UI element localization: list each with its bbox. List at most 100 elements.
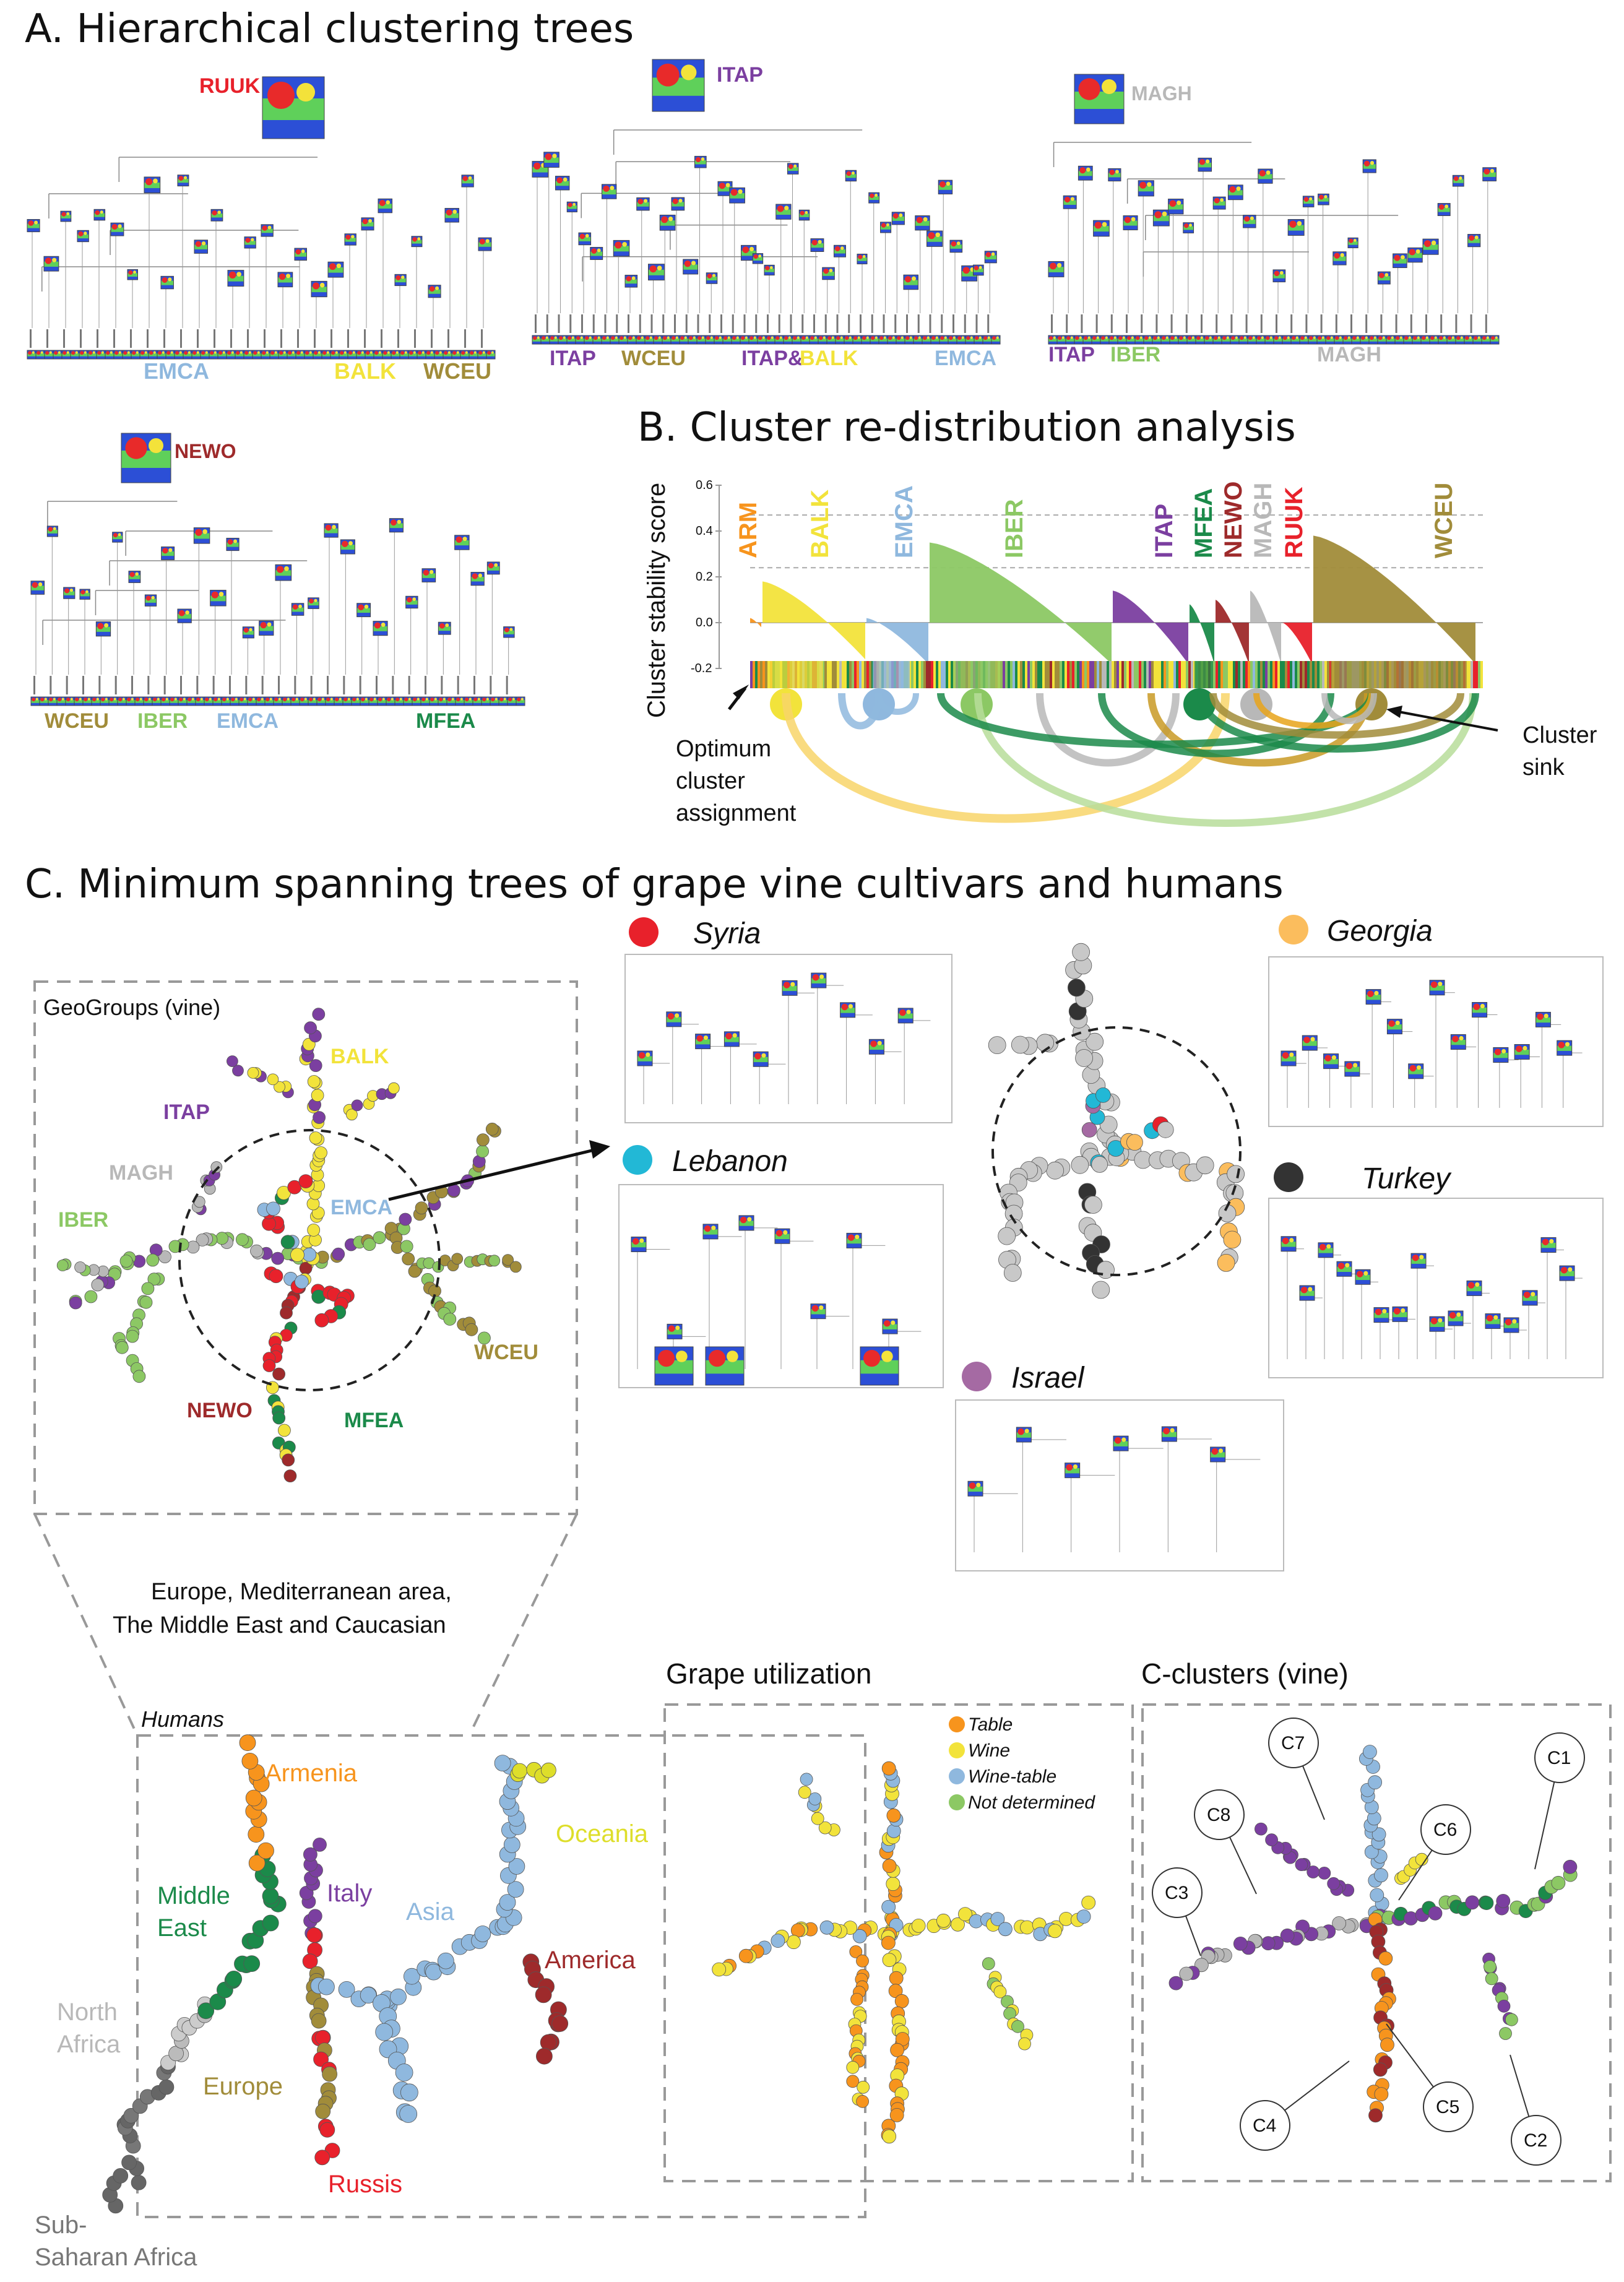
thumb-warm: [218, 592, 224, 597]
thumb-warm: [257, 351, 260, 354]
thumb-band: [1204, 338, 1213, 342]
thumb-warm: [745, 336, 748, 339]
heatmap-thumbnail: [227, 270, 244, 287]
mst-node: [1479, 1896, 1494, 1911]
thumb-hot: [949, 336, 953, 340]
geo-label-emca: EMCA: [330, 1196, 392, 1219]
leaf-label-tick: [1066, 314, 1068, 333]
heatmap-thumbnail: [56, 696, 66, 706]
thumb-warm: [157, 698, 160, 701]
heatmap-thumbnail: [915, 215, 930, 231]
mst-node: [474, 1925, 491, 1942]
mst-node: [266, 1201, 280, 1216]
b-strip-cell: [1282, 661, 1285, 688]
thumb-band: [1369, 338, 1378, 342]
thumb-hot: [1222, 336, 1227, 340]
thumb-band: [218, 353, 227, 357]
annot-optimum-line3: assignment: [676, 800, 797, 826]
thumb-border: [244, 236, 256, 249]
thumb-band: [1378, 338, 1386, 342]
thumb-band: [532, 338, 541, 342]
thumb-warm: [421, 351, 425, 354]
thumb-border: [1448, 1310, 1464, 1326]
thumb-band: [1352, 338, 1360, 342]
thumb-hot: [71, 351, 76, 355]
thumb-band: [1334, 338, 1343, 342]
heatmap-thumbnail: [425, 350, 435, 360]
leaf-label-tick: [490, 676, 492, 694]
mst-node: [312, 1008, 326, 1021]
thumb-band: [1535, 1017, 1551, 1023]
thumb-hot: [1409, 1065, 1417, 1072]
thumb-border: [705, 1346, 745, 1386]
heatmap-thumbnail: [96, 350, 106, 360]
leaf-label-tick: [929, 314, 931, 333]
heatmap-thumbnail: [1360, 335, 1370, 345]
thumb-hot: [1453, 176, 1459, 181]
thumb-band: [541, 338, 550, 342]
tree3-root-label: MAGH: [1131, 82, 1192, 105]
legend-wine: Wine: [968, 1740, 1010, 1761]
mst-node: [313, 1111, 326, 1124]
thumb-warm: [1469, 336, 1472, 339]
leaf-label-tick: [628, 314, 629, 333]
thumb-band: [404, 699, 412, 703]
thumb-border: [631, 1236, 647, 1252]
thumb-band: [96, 626, 111, 632]
thumb-border: [1362, 159, 1376, 173]
thumb-hot: [1163, 1427, 1170, 1435]
mst-node: [1483, 1960, 1497, 1973]
thumb-band: [1423, 244, 1439, 250]
thumb-warm: [1459, 176, 1462, 180]
b-strip-cell: [1092, 661, 1094, 688]
thumb-hot: [231, 698, 235, 702]
heatmap-thumbnail: [378, 198, 393, 214]
thumb-band: [161, 280, 174, 285]
thumb-band: [27, 353, 36, 357]
thumb-hot: [317, 698, 322, 702]
thumb-warm: [991, 252, 995, 256]
thumb-band: [1248, 338, 1256, 342]
b-strip-cell: [1042, 661, 1045, 688]
leaf-label-tick: [1216, 314, 1218, 333]
heatmap-thumbnail: [1100, 335, 1110, 345]
thumb-border: [194, 240, 209, 254]
thumb-warm: [818, 240, 822, 244]
heatmap-thumbnail: [93, 209, 106, 221]
thumb-band: [602, 338, 610, 342]
thumb-band: [625, 279, 637, 284]
heatmap-thumbnail: [667, 1323, 683, 1339]
heatmap-thumbnail: [1065, 1463, 1081, 1479]
thumb-warm: [269, 698, 272, 701]
heatmap-thumbnail: [1429, 980, 1445, 996]
mst-node: [1092, 1281, 1110, 1299]
b-strip-cell: [1473, 661, 1475, 688]
heatmap-thumbnail: [79, 350, 89, 360]
mst-node: [303, 1847, 317, 1862]
thumb-warm: [477, 698, 480, 701]
thumb-band: [985, 255, 997, 260]
leaf-label-tick: [1230, 314, 1233, 333]
heatmap-thumbnail: [1446, 335, 1456, 345]
thumb-hot: [78, 231, 84, 236]
mst-node: [302, 1953, 318, 1969]
thumb-band: [438, 626, 451, 631]
thumb-band: [991, 338, 1000, 342]
thumb-hot: [914, 336, 918, 340]
heatmap-thumbnail: [666, 1011, 682, 1027]
thumb-hot: [348, 351, 353, 355]
mst-node: [993, 1985, 1007, 1999]
b-strip-cell: [1055, 661, 1057, 688]
thumb-band: [880, 225, 891, 230]
thumb-warm: [1279, 270, 1284, 275]
thumb-hot: [632, 1238, 639, 1245]
thumb-band: [478, 242, 491, 247]
b-strip-cell: [1245, 661, 1248, 688]
b-strip-cell: [1050, 661, 1052, 688]
heatmap-thumbnail: [53, 350, 63, 360]
b-arc: [1036, 693, 1180, 767]
heatmap-thumbnail: [464, 696, 473, 706]
thumb-hot: [1257, 336, 1261, 340]
thumb-hot: [1469, 235, 1475, 241]
heatmap-thumbnail: [973, 264, 984, 276]
